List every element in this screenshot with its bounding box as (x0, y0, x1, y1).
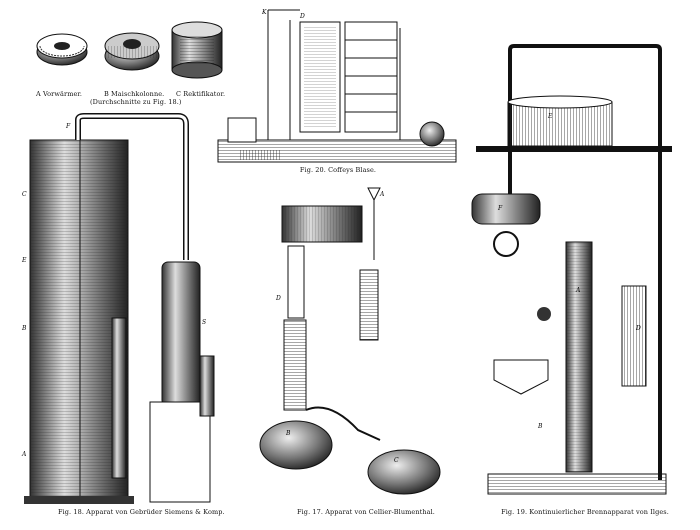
svg-text:A: A (575, 287, 581, 294)
svg-text:F: F (65, 123, 71, 130)
siemens-apparatus-illustration (24, 113, 215, 504)
ilges-apparatus-illustration (471, 44, 672, 495)
label-durchschnitte: (Durchschnitte zu Fig. 18.) (90, 98, 182, 106)
caption-fig-17: Fig. 17. Apparat von Cellier-Blumenthal. (297, 508, 435, 516)
cellier-blumenthal-illustration (259, 187, 441, 495)
label-maischkolonne: B Maischkolonne. (104, 90, 165, 98)
caption-fig-18: Fig. 18. Apparat von Gebrüder Siemens & … (58, 508, 225, 516)
svg-text:S: S (202, 319, 206, 326)
coffey-still-illustration (217, 9, 457, 163)
svg-text:C: C (22, 191, 27, 198)
svg-text:A: A (21, 451, 27, 458)
cross-section-c (171, 21, 223, 79)
svg-text:K: K (261, 9, 267, 16)
cross-section-b (104, 32, 160, 71)
svg-text:B: B (21, 325, 27, 332)
svg-text:F: F (497, 205, 503, 212)
svg-text:E: E (547, 113, 553, 120)
svg-text:D: D (299, 13, 305, 20)
caption-fig-19: Fig. 19. Kontinuierlicher Brennapparat v… (501, 508, 669, 516)
caption-fig-20: Fig. 20. Coffeys Blase. (299, 166, 377, 174)
label-vorwaermer: A Vorwärmer. (36, 90, 83, 98)
svg-text:C: C (394, 457, 399, 464)
cross-section-a (36, 33, 88, 66)
svg-text:B: B (285, 430, 291, 437)
svg-text:D: D (275, 295, 281, 302)
svg-text:A: A (379, 191, 385, 198)
label-rektifikator: C Rektifikator. (176, 90, 226, 98)
svg-text:B: B (537, 423, 543, 430)
svg-text:D: D (635, 325, 641, 332)
svg-text:E: E (21, 257, 27, 264)
